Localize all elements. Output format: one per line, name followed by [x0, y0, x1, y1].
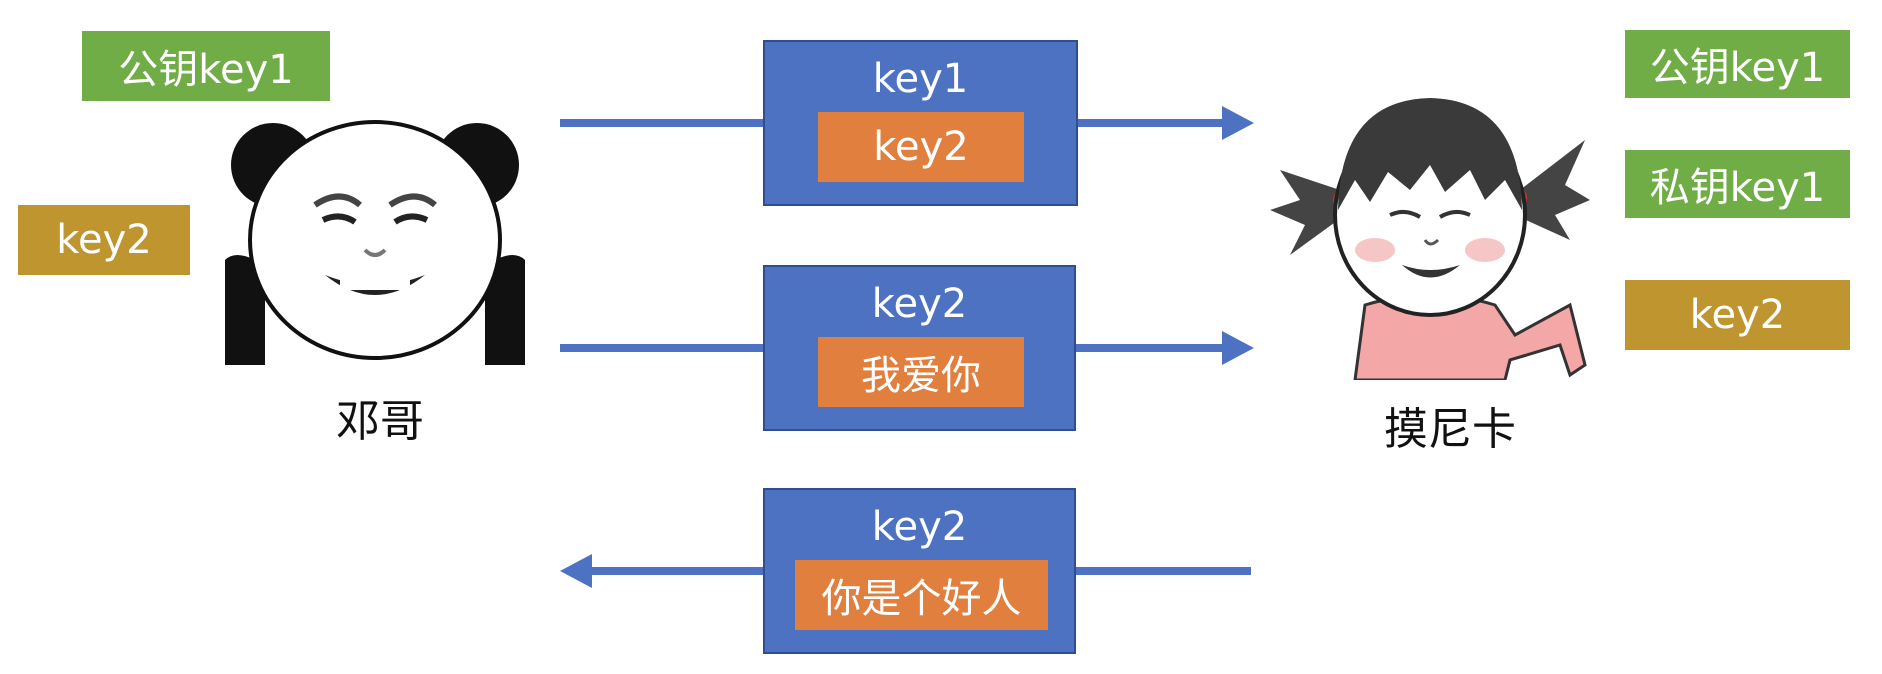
right-private-key1-tag: 私钥key1: [1625, 150, 1850, 218]
arrow-head-right-1: [1222, 106, 1254, 140]
right-public-key1-tag: 公钥key1: [1625, 30, 1850, 98]
message-box-1: key1 key2: [763, 40, 1078, 206]
arrow-head-left-3: [560, 554, 592, 588]
right-party-name: 摸尼卡: [1384, 404, 1516, 455]
left-party-name: 邓哥: [336, 396, 424, 447]
arrow-head-right-2: [1222, 331, 1254, 365]
message-box-2: key2 我爱你: [763, 265, 1076, 431]
right-key2-tag: key2: [1625, 280, 1850, 350]
message-3-inner-content: 你是个好人: [795, 560, 1048, 630]
girl-meme-icon: [1270, 98, 1590, 380]
panda-meme-icon: [225, 120, 525, 365]
message-3-outer-key: key2: [871, 504, 968, 550]
message-box-3: key2 你是个好人: [763, 488, 1076, 654]
left-key2-tag: key2: [18, 205, 190, 275]
left-public-key1-tag: 公钥key1: [82, 31, 330, 101]
message-1-inner-content: key2: [818, 112, 1024, 182]
message-2-inner-content: 我爱你: [818, 337, 1024, 407]
message-2-outer-key: key2: [871, 281, 968, 327]
message-1-outer-key: key1: [872, 56, 969, 102]
